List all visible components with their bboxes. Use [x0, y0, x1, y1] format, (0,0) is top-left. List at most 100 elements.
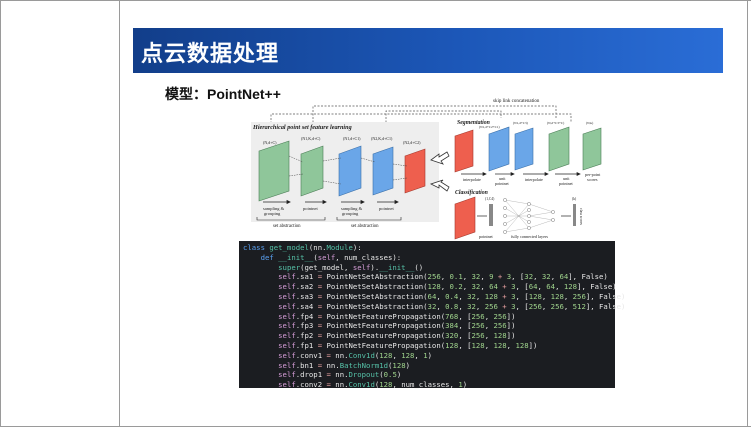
code-token: , [440, 282, 450, 292]
code-token: 128 [493, 340, 507, 350]
code-token: 384 [445, 321, 459, 331]
encoder-plane-3 [338, 145, 362, 197]
code-token: = [317, 331, 323, 341]
encoder-plane-1 [258, 140, 290, 202]
code-token: PointNetSetAbstraction( [322, 291, 428, 301]
code-token: , [555, 282, 564, 292]
interpolate-label-1: interpolate [463, 177, 481, 182]
code-token [243, 302, 278, 311]
dim-2: (N1,K,d+C) [301, 136, 321, 142]
code-token: ) [462, 380, 468, 390]
code-token: ], False) [568, 272, 608, 282]
code-token: () [414, 262, 424, 272]
code-token: 128 [401, 350, 415, 360]
code-token: 128 [515, 340, 529, 350]
class-score-vector [573, 204, 576, 226]
code-token [243, 253, 261, 262]
code-token: , [440, 272, 450, 282]
code-token: 1 [458, 380, 463, 390]
classification-title: Classification [455, 190, 488, 196]
code-token: __init__ [379, 262, 415, 272]
code-token: , [392, 350, 402, 360]
hierarchy-title: Hierarchical point set feature learning [252, 124, 352, 131]
code-token: 256 [528, 301, 542, 311]
encoder-plane-5 [404, 148, 426, 194]
code-token: , [484, 331, 494, 341]
segmentation-title: Segmentation [457, 120, 490, 126]
unit-pointnet-label-2: pointnet [559, 181, 574, 186]
set-abstraction-braces [256, 217, 402, 221]
code-token: 32 [467, 301, 476, 311]
code-token: 256 [572, 291, 586, 301]
seg-plane-4 [548, 126, 570, 172]
skip-link-lines [270, 105, 572, 134]
code-token: 3 [506, 272, 512, 282]
skip-link-label: skip link concatenation [493, 99, 540, 104]
seg-plane-5 [582, 127, 602, 171]
code-token: .conv1 [295, 350, 327, 360]
code-token: PointNetSetAbstraction( [322, 272, 428, 282]
slide-subtitle: 模型：PointNet++ [165, 86, 281, 102]
code-token: 320 [445, 331, 459, 341]
code-token: , [462, 282, 472, 292]
code-token: (nn. [308, 243, 327, 252]
code-token: , [537, 282, 547, 292]
code-token: 768 [445, 311, 459, 321]
code-token: , [533, 272, 542, 282]
code-token: self [278, 272, 296, 282]
code-token: nn. [330, 350, 349, 360]
slide-title: 点云数据处理 [141, 42, 280, 67]
code-token: BatchNorm1d [339, 360, 389, 370]
code-token: 32 [427, 301, 437, 311]
code-token: 0.1 [449, 272, 463, 282]
code-token: nn. [322, 360, 340, 370]
code-token: = [326, 370, 331, 380]
code-token: , [ [458, 321, 472, 331]
code-token: nn. [330, 380, 349, 390]
code-line: self.sa3 = PointNetSetAbstraction(64, 0.… [243, 291, 625, 302]
segmentation-arrows [461, 172, 581, 176]
code-token: 128 [550, 291, 564, 301]
code-token: ], False) [585, 301, 626, 311]
code-token: get_model [269, 243, 309, 252]
dim-1: (N,d+C) [263, 140, 277, 146]
cls-plane [454, 196, 476, 240]
pointnet-plus-plus-diagram: skip link concatenation Hierarchical poi… [243, 96, 603, 240]
code-token: Conv1d [348, 380, 375, 390]
code-token: , [541, 301, 551, 311]
interpolate-label-2: interpolate [525, 177, 543, 182]
code-token: 128 [379, 380, 393, 390]
code-token: = [317, 272, 323, 282]
code-token: .fp1 [295, 340, 318, 350]
code-token: ]) [506, 331, 516, 341]
code-token: 256 [471, 311, 485, 321]
code-token: 256 [471, 331, 485, 341]
code-token: , [563, 301, 573, 311]
code-token: 64 [528, 282, 538, 292]
code-token: , [484, 321, 494, 331]
code-token: 3 [511, 301, 516, 311]
code-token: = [326, 350, 331, 360]
code-token: = [317, 282, 323, 292]
code-token: = [326, 380, 331, 390]
code-token: 1 [423, 350, 428, 360]
code-token: .fp3 [295, 321, 318, 331]
dim-5: (N2,d+C2) [403, 140, 421, 146]
code-token: .sa1 [295, 272, 318, 282]
code-token: = [317, 301, 323, 311]
unit-label-2: unit [563, 176, 570, 181]
code-token: , [506, 340, 516, 350]
code-token: ( [379, 370, 384, 380]
per-point-label: per-point [585, 172, 601, 177]
fc-layers-label: fully connected layers [511, 234, 548, 239]
code-token: Conv1d [348, 350, 375, 360]
code-token [243, 341, 278, 350]
code-token: ( [374, 350, 380, 360]
grouping-connectors [288, 155, 408, 185]
seg-plane-3 [514, 127, 534, 171]
code-token: , num_classes, [392, 380, 459, 390]
code-token: .fp2 [295, 331, 318, 341]
code-line: self.sa2 = PointNetSetAbstraction(128, 0… [243, 282, 616, 292]
code-token: 256 [471, 321, 485, 331]
code-token: , [458, 301, 468, 311]
